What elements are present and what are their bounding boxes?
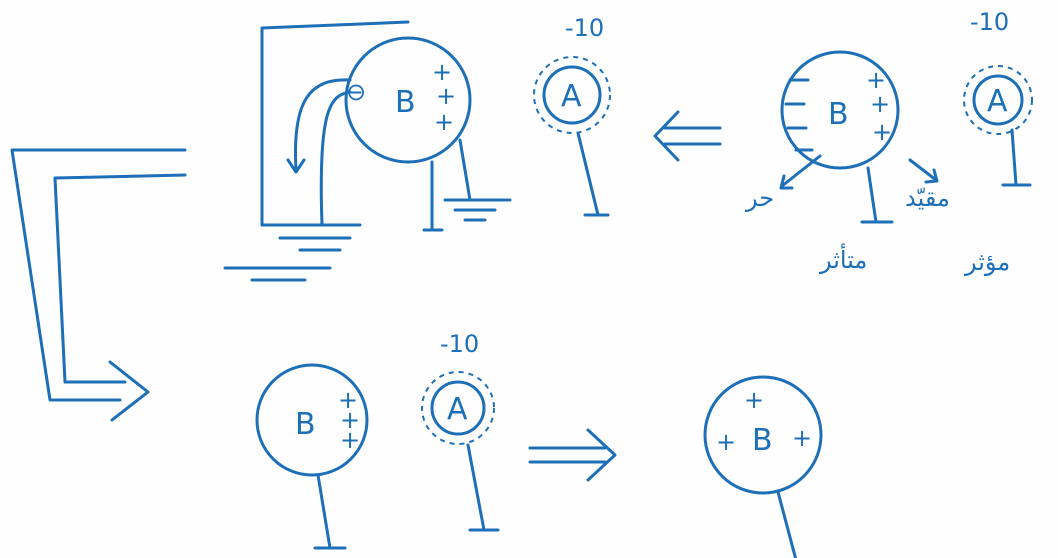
label-fixed: مقيّد — [905, 184, 950, 212]
svg-text:+: + — [872, 118, 892, 146]
svg-text:+: + — [432, 58, 452, 86]
sphere-a-right — [972, 74, 1024, 126]
sphere-b-polarized — [780, 50, 900, 170]
svg-text:A: A — [987, 84, 1008, 119]
svg-text:B: B — [295, 407, 316, 442]
svg-text:-10: -10 — [970, 8, 1009, 36]
svg-text:+: + — [340, 406, 360, 434]
svg-text:+: + — [866, 66, 886, 94]
label-effector: مؤثر — [964, 248, 1010, 276]
top-right-panel: B + + + حر مقيّد متأثر A -10 مؤثر — [745, 8, 1033, 276]
label-free: حر — [745, 184, 774, 212]
arrow-left — [653, 110, 722, 162]
svg-text:+: + — [436, 82, 456, 110]
sphere-a-stand — [576, 131, 610, 217]
svg-text:B: B — [752, 423, 773, 458]
ground-wire — [260, 20, 410, 227]
svg-text:+: + — [434, 108, 454, 136]
svg-text:+: + — [716, 428, 736, 456]
svg-text:+: + — [340, 426, 360, 454]
field-ring — [533, 56, 611, 134]
sphere-b-label: B — [395, 85, 416, 120]
sphere-b-stand — [422, 160, 444, 232]
transition-arrow — [10, 148, 187, 402]
svg-text:A: A — [561, 79, 582, 114]
charge-label: -10 — [565, 14, 604, 42]
svg-text:+: + — [870, 90, 890, 118]
sphere-a-bottom — [430, 380, 486, 436]
svg-text:-10: -10 — [440, 330, 479, 358]
sphere-b-grounded — [344, 36, 472, 164]
top-left-panel: B + + + ⊖ A -10 — [223, 14, 611, 282]
label-affected: متأثر — [819, 243, 867, 274]
sphere-b-charged — [255, 363, 369, 477]
electron-symbol: ⊖ — [346, 78, 366, 106]
ground-symbol-right — [443, 138, 512, 222]
svg-text:+: + — [744, 386, 764, 414]
electron-flow-arrow — [293, 78, 352, 172]
sphere-b-final — [703, 375, 823, 495]
negative-charges — [784, 78, 814, 152]
bottom-panel: B + + + A -10 B + + + — [255, 330, 823, 558]
svg-text:+: + — [792, 424, 812, 452]
sphere-a — [542, 65, 602, 125]
svg-text:A: A — [447, 392, 468, 427]
arrow-right — [528, 428, 617, 482]
svg-text:B: B — [828, 97, 849, 132]
svg-text:+: + — [338, 386, 358, 414]
ground-symbol — [260, 223, 362, 252]
